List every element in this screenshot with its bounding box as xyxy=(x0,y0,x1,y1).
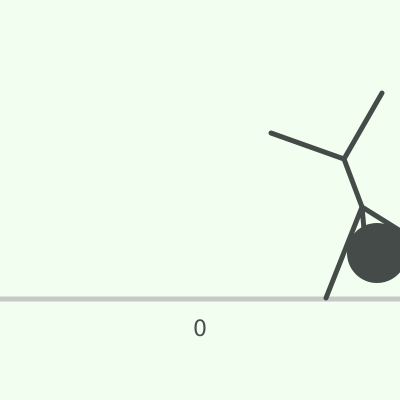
figure-head xyxy=(347,223,400,283)
figure-arm-offscreen xyxy=(359,204,400,234)
figure-torso xyxy=(341,156,365,210)
figure-arm-right xyxy=(341,90,385,162)
figure-arm-left xyxy=(268,130,347,162)
ragdoll-figure xyxy=(268,90,400,301)
figure-leg-left xyxy=(323,204,365,301)
distance-marker: 0 xyxy=(193,317,207,342)
figure-leg-right xyxy=(359,204,369,254)
